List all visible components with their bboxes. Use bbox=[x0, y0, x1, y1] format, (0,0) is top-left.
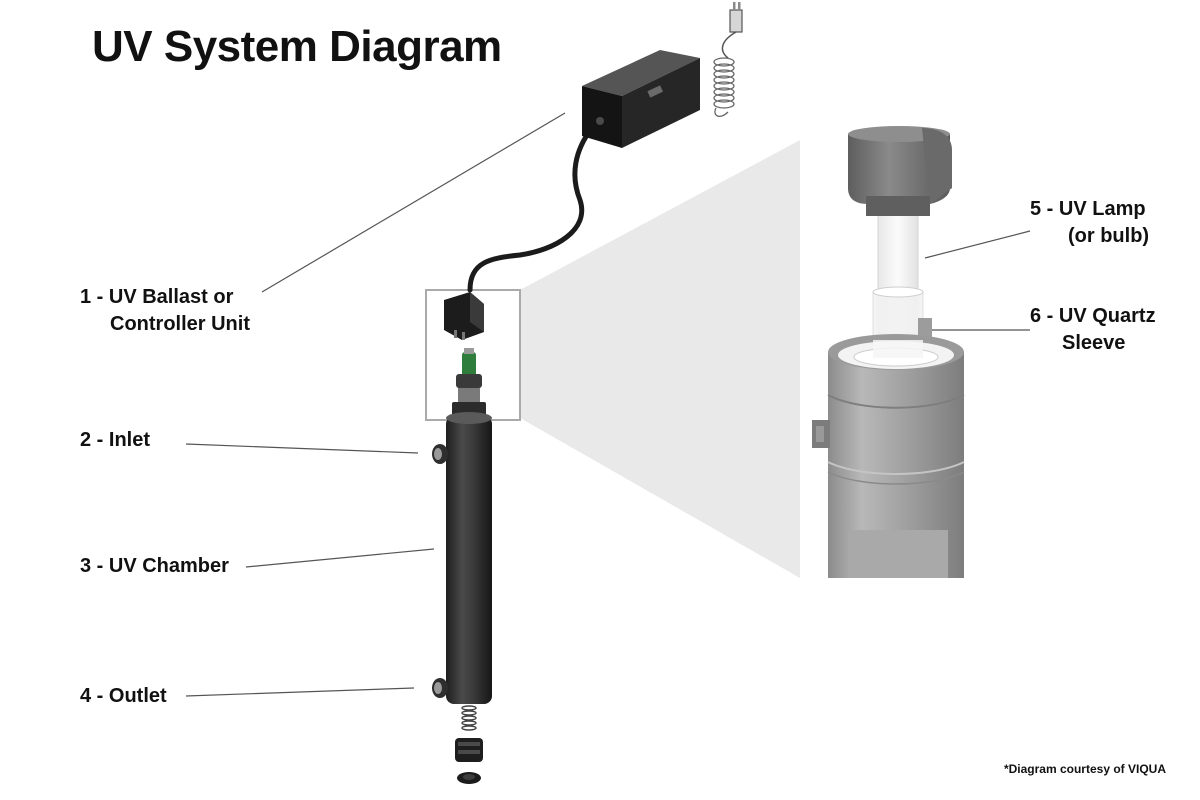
power-cord bbox=[467, 125, 595, 293]
label-chamber: 3 - UV Chamber bbox=[80, 555, 229, 577]
zoom-projection-panel bbox=[520, 140, 800, 578]
label-outlet: 4 - Outlet bbox=[80, 685, 167, 707]
label-quartz-sleeve-line2: Sleeve bbox=[1062, 332, 1126, 354]
bottom-spring bbox=[461, 705, 477, 731]
label-ballast: 1 - UV Ballast or Controller Unit bbox=[80, 284, 250, 338]
label-quartz-sleeve-line1: 6 - UV Quartz bbox=[1030, 305, 1156, 327]
label-quartz-sleeve: 6 - UV Quartz Sleeve bbox=[1030, 303, 1156, 357]
label-ballast-line1: 1 - UV Ballast or bbox=[80, 286, 234, 308]
label-ballast-line2: Controller Unit bbox=[110, 313, 250, 335]
diagram-title: UV System Diagram bbox=[92, 22, 502, 71]
label-inlet: 2 - Inlet bbox=[80, 429, 151, 451]
coiled-cord bbox=[713, 57, 735, 118]
label-uv-lamp-line1: 5 - UV Lamp bbox=[1030, 198, 1146, 220]
ballast-unit bbox=[582, 50, 700, 148]
lamp-connector bbox=[444, 292, 484, 340]
leader-line-lamp bbox=[924, 230, 1031, 259]
uv-chamber bbox=[446, 412, 492, 704]
zoomed-lamp-cap bbox=[848, 126, 952, 216]
diagram-credit: *Diagram courtesy of VIQUA bbox=[1003, 762, 1166, 776]
outlet-port bbox=[432, 678, 448, 698]
power-plug bbox=[721, 2, 743, 59]
label-uv-lamp: 5 - UV Lamp (or bulb) bbox=[1030, 196, 1149, 250]
leader-line-inlet bbox=[185, 443, 419, 454]
inlet-port bbox=[432, 444, 448, 464]
leader-line-chamber bbox=[245, 548, 435, 568]
leader-line-ballast bbox=[261, 112, 566, 293]
label-uv-lamp-line2: (or bulb) bbox=[1068, 225, 1150, 247]
zoomed-chamber bbox=[812, 334, 965, 578]
lamp-green-end bbox=[452, 348, 486, 416]
leader-lines bbox=[185, 112, 1031, 697]
leader-line-outlet bbox=[185, 687, 415, 697]
bottom-cap bbox=[455, 738, 483, 784]
